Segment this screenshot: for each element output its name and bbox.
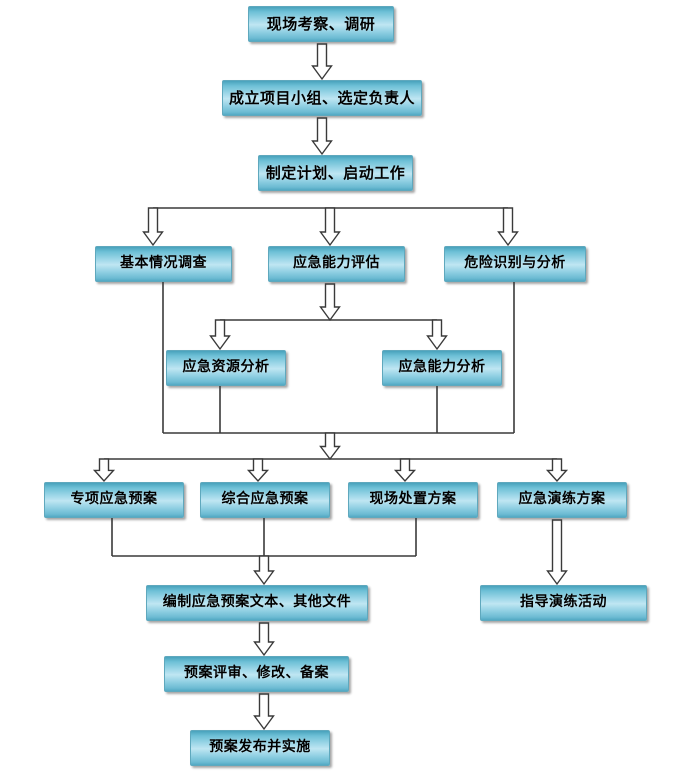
flow-node-n16[interactable]: 预案发布并实施 [190,730,330,766]
arrow-bus4-n11 [393,458,417,483]
arrow-bus4-n10 [246,458,270,483]
arrow-bus2-n07 [209,319,231,351]
flow-node-label: 成立项目小组、选定负责人 [228,88,415,107]
arrow-n13-n15 [253,622,275,657]
arrow-bus5-n13 [253,555,275,586]
flow-node-n07[interactable]: 应急资源分析 [166,350,286,386]
flow-node-label: 应急能力评估 [293,255,380,272]
arrow-bus1-n04 [142,207,164,247]
arrow-bus3-bus4 [319,432,341,461]
flow-node-label: 现场考察、调研 [266,14,376,33]
flow-node-n01[interactable]: 现场考察、调研 [248,6,394,42]
flow-node-n02[interactable]: 成立项目小组、选定负责人 [222,80,422,116]
flow-node-label: 综合应急预案 [221,491,309,508]
arrow-n01-n02 [311,43,333,81]
arrow-bus1-n06 [497,207,519,247]
arrow-bus4-n09 [92,458,116,483]
flow-node-n11[interactable]: 现场处置方案 [348,482,478,518]
arrow-bus1-n05 [319,207,341,247]
arrow-bus4-n12 [545,458,569,483]
flow-node-n12[interactable]: 应急演练方案 [497,482,627,518]
arrow-n05-bus2 [319,283,341,322]
flow-node-label: 预案评审、修改、备案 [184,665,329,682]
flow-node-n04[interactable]: 基本情况调查 [95,246,232,282]
flow-node-label: 专项应急预案 [70,491,158,508]
arrow-bus2-n08 [426,319,448,351]
flow-node-label: 预案发布并实施 [209,739,311,756]
flow-node-n13[interactable]: 编制应急预案文本、其他文件 [146,585,368,621]
flow-node-label: 现场处置方案 [369,491,457,508]
block-arrow-group [92,43,569,731]
flow-node-n06[interactable]: 危险识别与分析 [444,246,586,282]
arrow-n02-n03 [311,117,333,156]
flow-node-label: 指导演练活动 [520,594,607,611]
flow-node-label: 基本情况调查 [120,255,207,272]
flow-node-n09[interactable]: 专项应急预案 [44,482,184,518]
flow-node-n08[interactable]: 应急能力分析 [382,350,502,386]
flow-node-label: 制定计划、启动工作 [265,163,406,182]
flow-node-label: 应急资源分析 [182,359,270,376]
flow-node-n03[interactable]: 制定计划、启动工作 [258,155,413,191]
flow-node-label: 应急演练方案 [518,491,606,508]
flow-node-n15[interactable]: 预案评审、修改、备案 [164,656,349,692]
flow-node-label: 应急能力分析 [398,359,486,376]
arrow-n12-n14 [546,519,568,586]
flow-node-n05[interactable]: 应急能力评估 [268,246,405,282]
arrow-n15-n16 [253,693,275,731]
flow-node-label: 编制应急预案文本、其他文件 [162,594,352,611]
flow-node-n14[interactable]: 指导演练活动 [480,585,647,621]
flow-node-label: 危险识别与分析 [464,255,566,272]
flow-node-n10[interactable]: 综合应急预案 [200,482,330,518]
